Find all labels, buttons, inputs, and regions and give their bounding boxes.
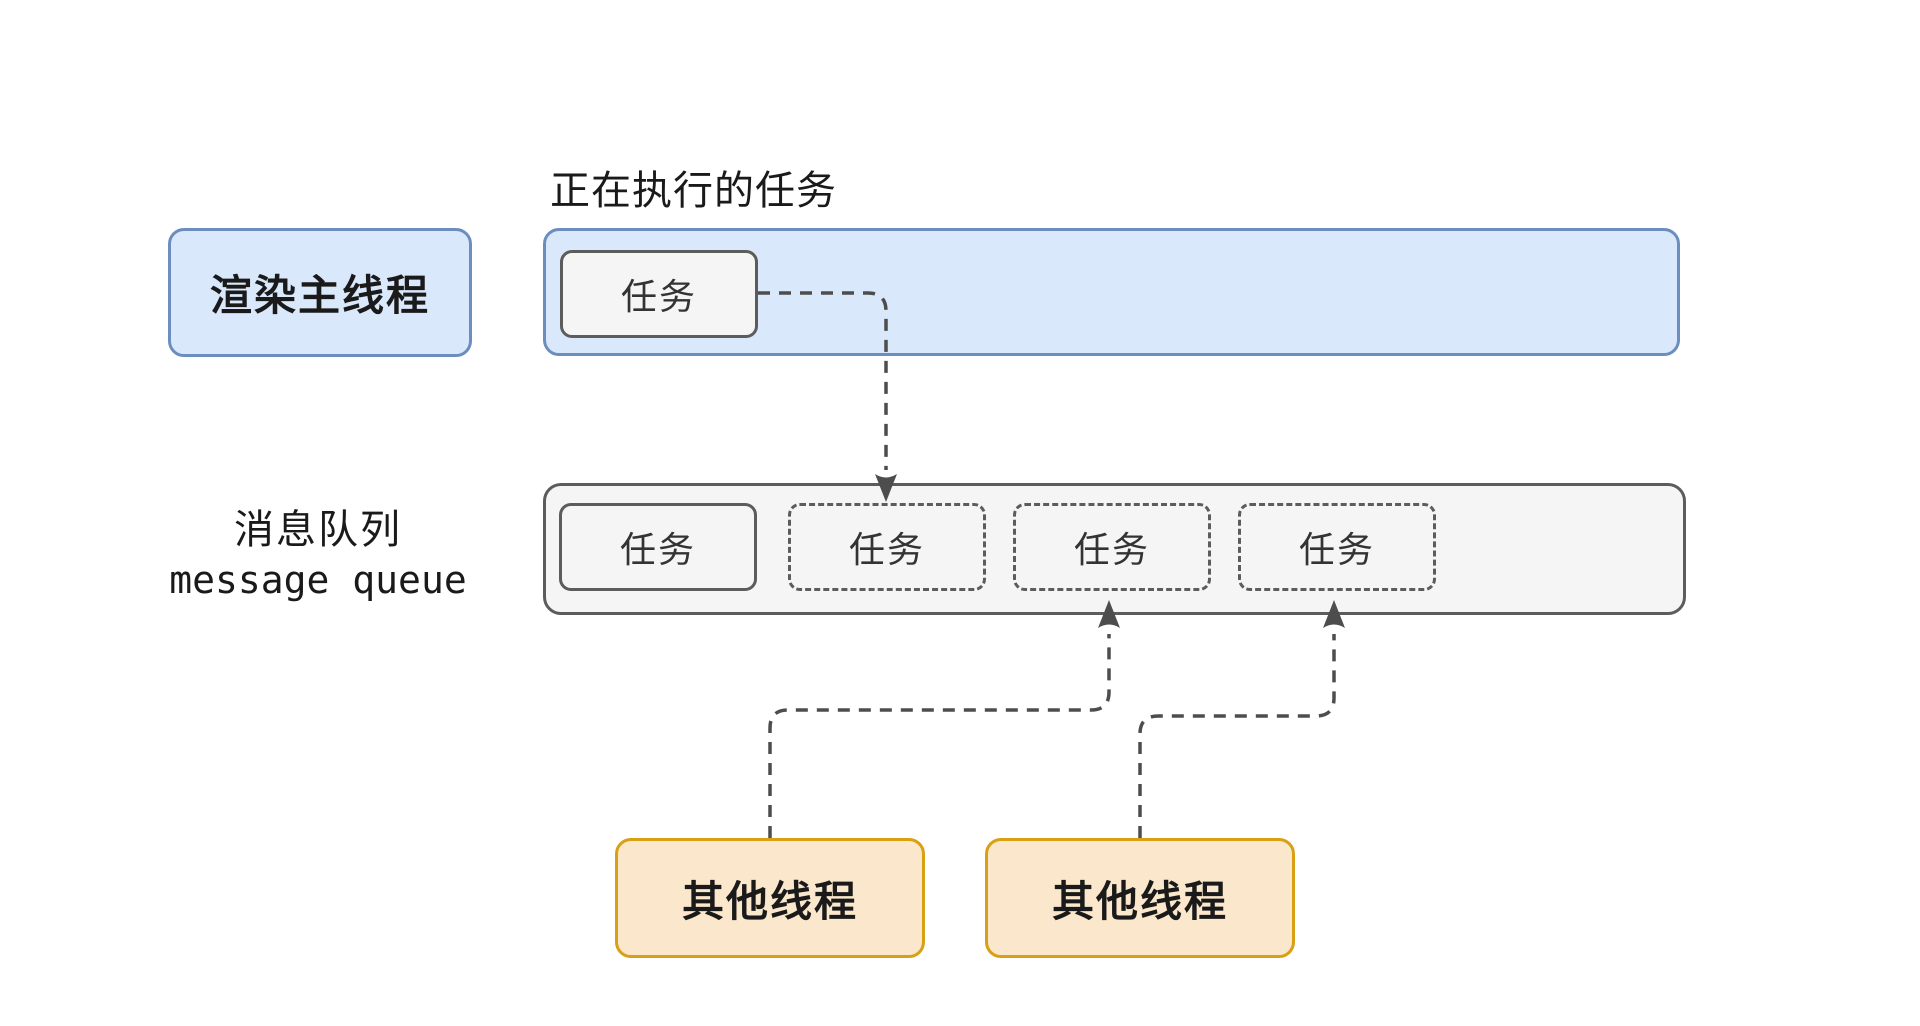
running-task-title: 正在执行的任务 [550, 169, 837, 213]
queued-task-box-3: 任务 [1013, 503, 1211, 591]
connector-thread2-to-queue [1138, 634, 1336, 838]
other-thread-label: 其他线程 [681, 877, 858, 925]
other-thread-box-1: 其他线程 [615, 838, 925, 958]
main-thread-label-box: 渲染主线程 [168, 228, 472, 357]
queued-task-label: 任务 [848, 529, 925, 570]
queued-task-label: 任务 [619, 529, 696, 570]
queued-task-box-1: 任务 [559, 503, 757, 591]
queued-task-label: 任务 [1298, 529, 1375, 570]
connector-thread1-to-queue [768, 634, 1111, 838]
other-thread-box-2: 其他线程 [985, 838, 1295, 958]
main-thread-label: 渲染主线程 [209, 272, 430, 319]
running-task-box: 任务 [560, 250, 758, 338]
queued-task-box-2: 任务 [788, 503, 986, 591]
queued-task-label: 任务 [1073, 529, 1150, 570]
queued-task-box-4: 任务 [1238, 503, 1436, 591]
message-queue-bar: 任务 任务 任务 任务 [543, 483, 1686, 615]
queue-label-en: message queue [169, 558, 467, 602]
queue-label: 消息队列 message queue [130, 506, 506, 604]
running-task-label: 任务 [620, 276, 697, 317]
queue-label-cjk: 消息队列 [234, 508, 402, 552]
other-thread-label: 其他线程 [1051, 877, 1228, 925]
main-thread-bar: 任务 [543, 228, 1680, 356]
